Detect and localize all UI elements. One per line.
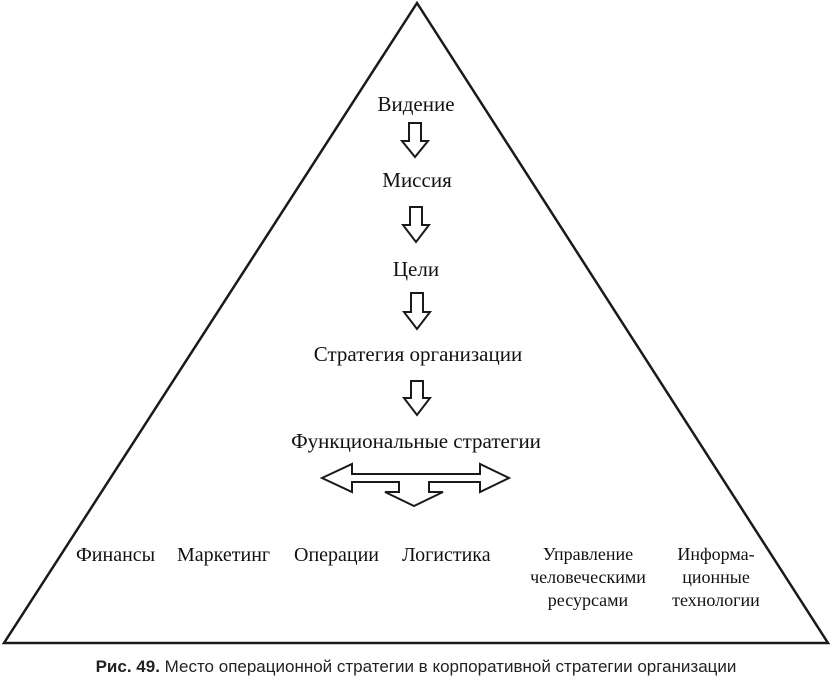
level-org-strategy: Стратегия организации <box>313 342 523 366</box>
function-hr-line3: ресурсами <box>547 590 629 610</box>
level-mission: Миссия <box>382 168 452 192</box>
down-arrow-4 <box>401 380 433 417</box>
level-goals: Цели <box>392 257 440 281</box>
down-arrow-1 <box>399 122 431 159</box>
level-vision: Видение <box>377 92 455 116</box>
function-finance: Финансы <box>76 544 156 566</box>
function-it: Информа- ционные технологии <box>660 543 772 612</box>
function-hr-line1: Управление <box>542 544 634 564</box>
pyramid-triangle <box>1 0 831 645</box>
function-operations: Операции <box>294 544 380 566</box>
function-it-line1: Информа- <box>677 544 755 564</box>
function-it-line3: технологии <box>672 590 760 610</box>
function-hr: Управление человеческими ресурсами <box>518 543 658 612</box>
function-hr-line2: человеческими <box>530 567 646 587</box>
caption-number: Рис. 49. <box>95 657 160 676</box>
down-arrow-3 <box>401 292 433 331</box>
caption-text: Место операционной стратегии в корпорати… <box>164 657 737 676</box>
down-arrow-2 <box>400 206 432 244</box>
function-marketing: Маркетинг <box>177 544 271 566</box>
branch-arrow <box>319 462 512 508</box>
level-functional-strategies: Функциональные стратегии <box>291 429 541 453</box>
figure-caption: Рис. 49. Место операционной стратегии в … <box>0 657 832 677</box>
function-it-line2: ционные <box>682 567 750 587</box>
function-logistics: Логистика <box>402 544 491 566</box>
